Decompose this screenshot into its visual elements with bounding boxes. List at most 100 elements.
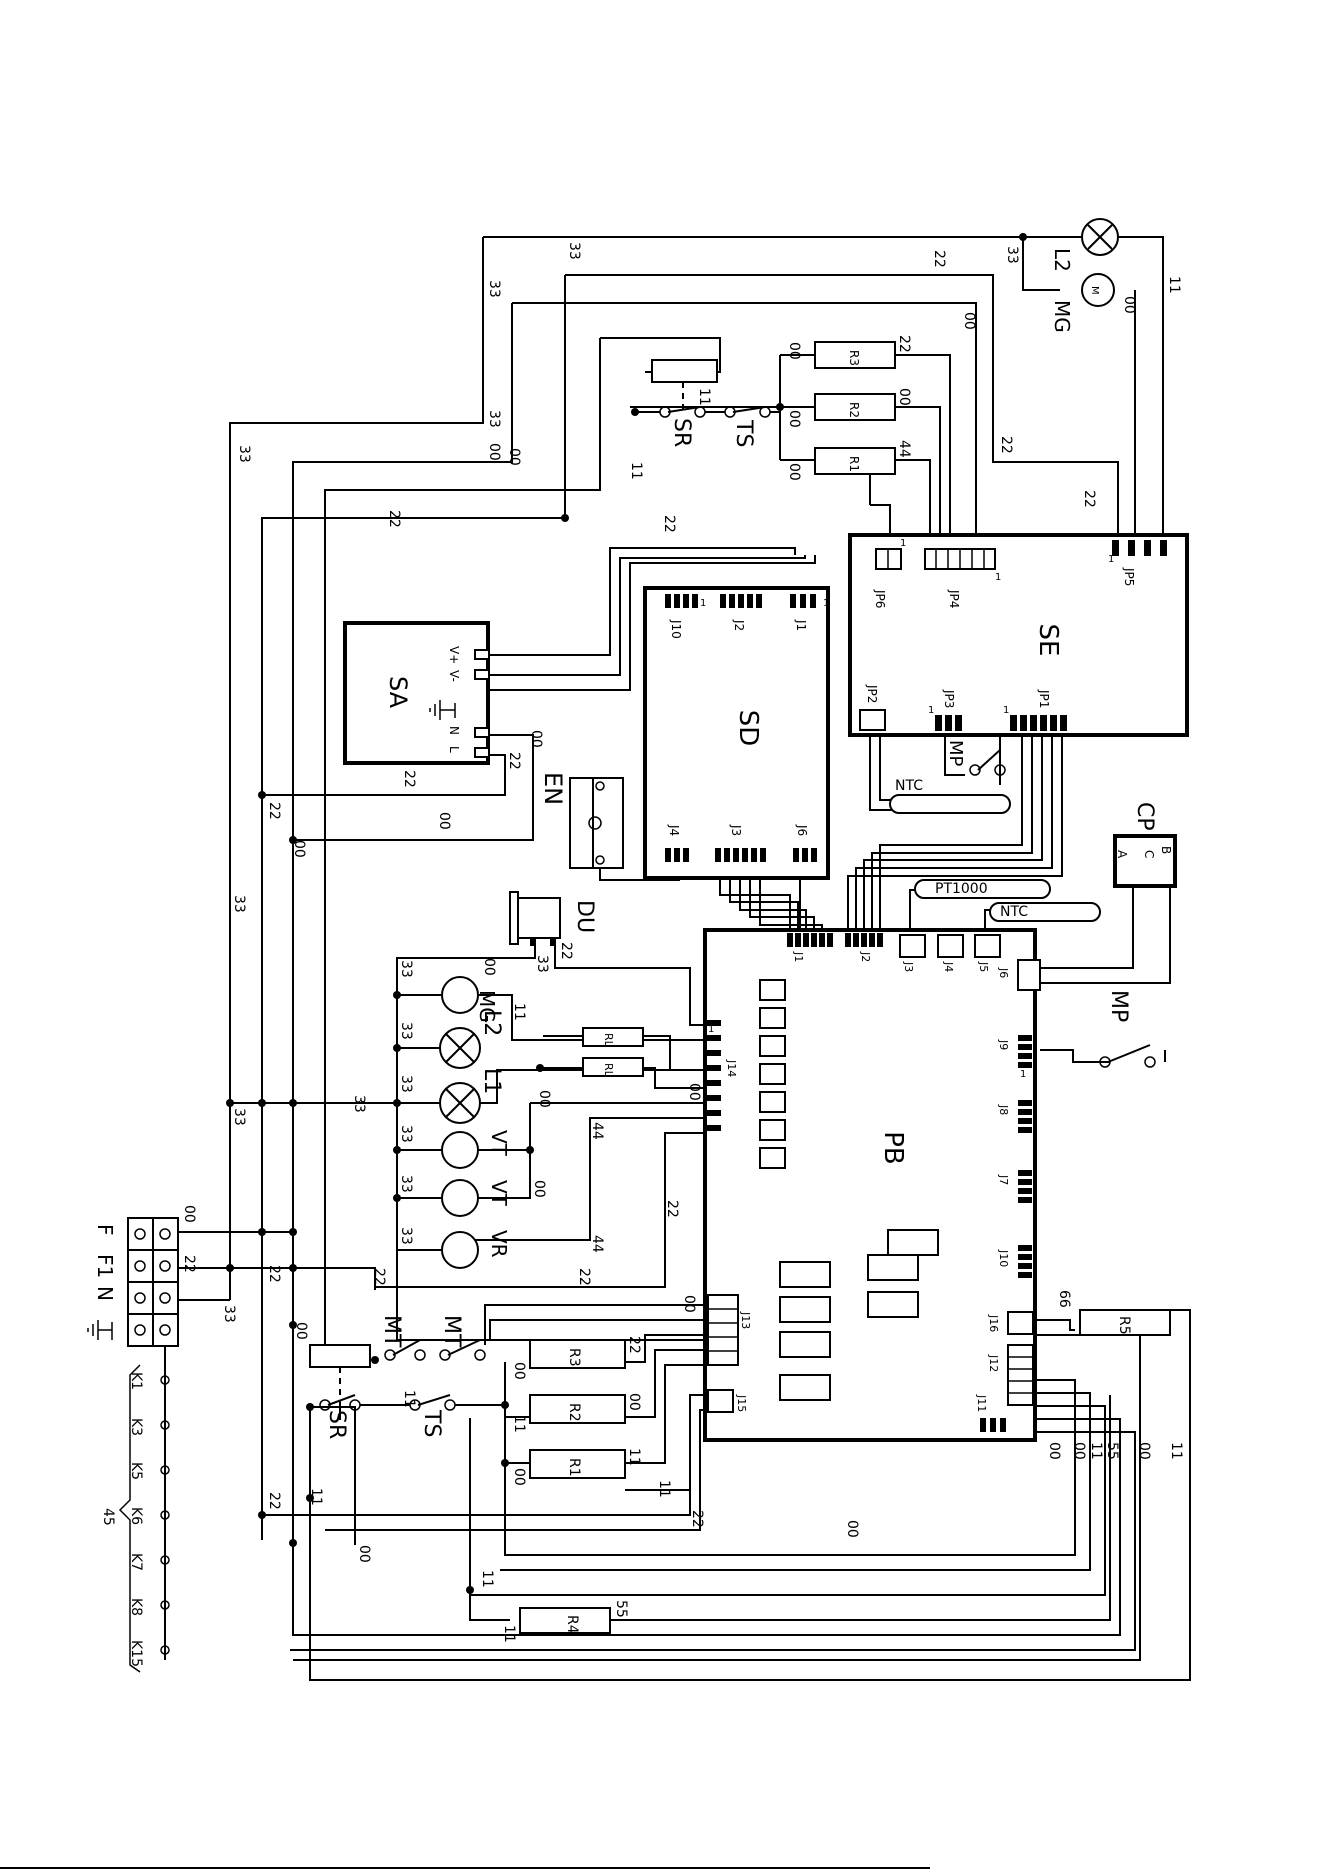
pb-j2 bbox=[845, 933, 883, 947]
r1-top-label: R1 bbox=[847, 456, 861, 472]
pin-one: 1 bbox=[995, 572, 1001, 583]
en-component: EN bbox=[539, 772, 624, 869]
wire-code: 00 bbox=[506, 448, 522, 466]
resistor-r2-bottom: R2 bbox=[529, 1394, 626, 1424]
pin-one: 1 bbox=[928, 705, 934, 716]
sd-j4 bbox=[665, 848, 689, 862]
resistor-r5: R5 bbox=[1079, 1309, 1171, 1336]
wire-code: 00 bbox=[1046, 1442, 1062, 1460]
motor-vt-2: VT bbox=[441, 1179, 511, 1217]
wire-code: 33 bbox=[1004, 246, 1020, 264]
wire-code: 33 bbox=[398, 960, 414, 978]
rl-2-label: RL bbox=[602, 1063, 615, 1078]
wire-code: 11 bbox=[656, 1480, 672, 1498]
l1-mid-label: L1 bbox=[479, 1068, 504, 1094]
ts-top-label: TS bbox=[731, 419, 756, 447]
cp-b: B bbox=[1159, 846, 1173, 854]
sr-ts-top: SR TS bbox=[635, 359, 780, 447]
ground-icon bbox=[429, 700, 456, 720]
lamp-l2-top: L2 bbox=[1050, 218, 1119, 272]
resistor-rl-1: RL bbox=[582, 1027, 644, 1048]
se-jp5-label: JP5 bbox=[1122, 567, 1136, 586]
mp-switch-2: MP bbox=[1099, 990, 1156, 1068]
sr-bot-label: SR bbox=[324, 1410, 349, 1439]
resistor-r3-bottom: R3 bbox=[529, 1339, 626, 1369]
pb-j1 bbox=[787, 933, 833, 947]
relay-group-label: 45 bbox=[100, 1508, 116, 1526]
se-jp3-label: JP3 bbox=[942, 689, 956, 708]
pb-j14 bbox=[705, 1020, 721, 1131]
ground-icon bbox=[87, 1320, 113, 1340]
mg-mid-label: MG bbox=[475, 990, 499, 1023]
wire-code: 33 bbox=[486, 410, 502, 428]
resistor-r4: R4 bbox=[519, 1607, 611, 1634]
wire-code: 33 bbox=[534, 955, 550, 973]
wire-code: 22 bbox=[576, 1268, 592, 1286]
se-jp1-label: JP1 bbox=[1037, 689, 1051, 708]
pt1000-sensor: PT1000 bbox=[914, 879, 1051, 899]
junction-dots bbox=[226, 233, 1027, 1594]
wire-code: 00 bbox=[511, 1468, 527, 1486]
wire-code: 22 bbox=[664, 1200, 680, 1218]
pin-one: 1 bbox=[1003, 705, 1009, 716]
wire-code: 33 bbox=[398, 1175, 414, 1193]
wire-code: 22 bbox=[661, 515, 677, 533]
wire-code: 22 bbox=[506, 752, 522, 770]
cp-component: CP A C B bbox=[1113, 802, 1177, 888]
resistor-r3-top: R3 bbox=[814, 341, 896, 369]
motor-vt-1: VT bbox=[441, 1130, 511, 1169]
sa-power-supply: SA V+ V- N L bbox=[343, 621, 490, 765]
pb-j5-label: J5 bbox=[977, 961, 990, 972]
wire-code: 00 bbox=[896, 388, 912, 406]
vt-2-label: VT bbox=[487, 1180, 511, 1207]
pb-j13-label: J13 bbox=[739, 1311, 752, 1329]
se-jp4-label: JP4 bbox=[947, 589, 961, 608]
pin-one: 1 bbox=[708, 1024, 714, 1035]
mp-switch-1: MP bbox=[945, 740, 1006, 776]
relay-k7: K7 bbox=[128, 1553, 144, 1571]
wire-code: 11 bbox=[696, 388, 712, 406]
sd-j3 bbox=[715, 848, 766, 862]
relay-k1: K1 bbox=[128, 1372, 144, 1390]
motor-m-label: M bbox=[1089, 286, 1100, 295]
r5-label: R5 bbox=[1116, 1316, 1132, 1335]
wire-code: 33 bbox=[398, 1125, 414, 1143]
pb-j12-label: J12 bbox=[987, 1354, 1000, 1372]
pb-j3-label: J3 bbox=[902, 961, 915, 972]
wire-code: 33 bbox=[231, 895, 247, 913]
wire-code: 00 bbox=[786, 463, 802, 481]
sd-j4-label: J4 bbox=[667, 824, 681, 836]
r2-bot-label: R2 bbox=[566, 1403, 582, 1422]
en-label: EN bbox=[539, 772, 567, 805]
wire-code: 22 bbox=[998, 436, 1014, 454]
wire-code: 33 bbox=[236, 445, 252, 463]
wire-code: 00 bbox=[531, 1180, 547, 1198]
pb-j15-label: J15 bbox=[735, 1394, 748, 1412]
wire-code: 00 bbox=[786, 410, 802, 428]
l2-mid-label: L2 bbox=[479, 1010, 504, 1036]
pb-j7-label: J7 bbox=[997, 1174, 1010, 1185]
wire-code: 00 bbox=[1071, 1442, 1087, 1460]
pt1000-label: PT1000 bbox=[935, 881, 988, 897]
wire-code: 33 bbox=[351, 1095, 367, 1113]
pb-board: PB J1 J2 J3 J4 J5 J6 J9 bbox=[703, 928, 1041, 1442]
wire-code: 00 bbox=[786, 342, 802, 360]
mp-2-label: MP bbox=[1106, 990, 1131, 1022]
pb-j14-label: J14 bbox=[725, 1059, 738, 1077]
wire-code: 00 bbox=[961, 312, 977, 330]
pb-j8-label: J8 bbox=[997, 1104, 1010, 1115]
wire-code: 22 bbox=[931, 250, 947, 268]
wire-code: 44 bbox=[589, 1235, 605, 1253]
ntc-sensor-2: NTC bbox=[989, 902, 1101, 922]
se-jp3 bbox=[935, 715, 962, 731]
pin-one: 1 bbox=[700, 598, 706, 609]
mt-1-label: MT bbox=[379, 1315, 404, 1348]
wire-code: 11 bbox=[626, 1448, 642, 1466]
wire-code: 55 bbox=[613, 1600, 629, 1618]
vt-1-label: VT bbox=[487, 1130, 511, 1157]
mp-1-label: MP bbox=[945, 740, 966, 767]
wire-code: 33 bbox=[398, 1227, 414, 1245]
pin-one: 1 bbox=[1108, 554, 1114, 565]
du-component: DU bbox=[509, 891, 597, 946]
pin-one: 1 bbox=[1020, 1069, 1026, 1080]
